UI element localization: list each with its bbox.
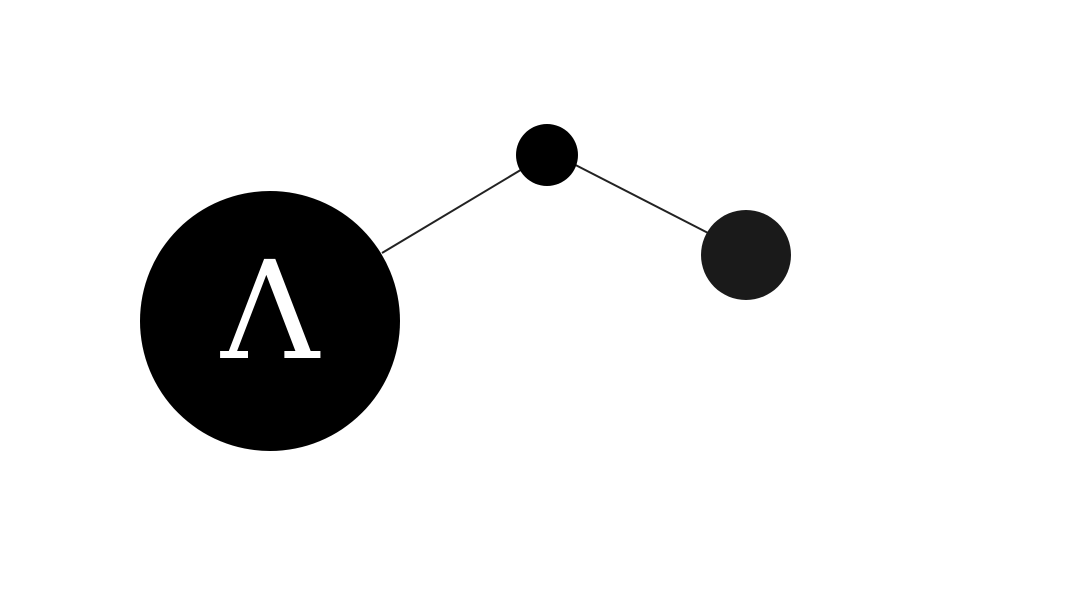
connector-top-to-right [557,155,713,236]
connector-main-to-top [381,167,525,254]
right-node [701,210,791,300]
top-node [516,124,578,186]
main-node-letter: Λ [220,233,321,391]
main-node [140,191,400,451]
